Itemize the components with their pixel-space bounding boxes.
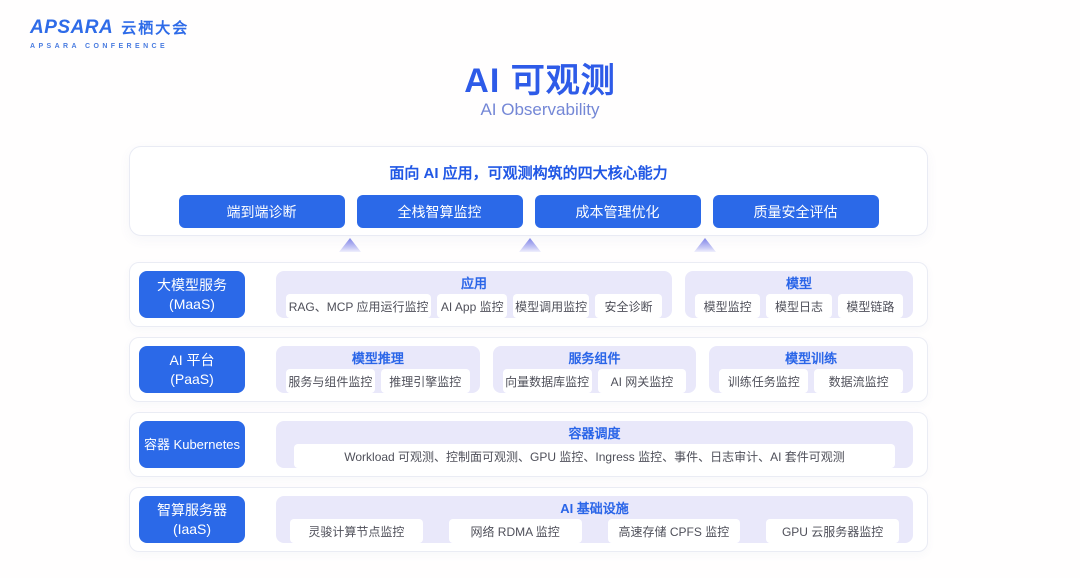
layer-label-text: 智算服务器 (157, 502, 227, 519)
group-model-training: 模型训练 训练任务监控 数据流监控 (709, 346, 914, 393)
layer-row-kubernetes: 容器 Kubernetes 容器调度 Workload 可观测、控制面可观测、G… (129, 412, 928, 477)
capabilities-card: 面向 AI 应用，可观测构筑的四大核心能力 端到端诊断 全栈智算监控 成本管理优… (129, 146, 928, 236)
layer-row-maas: 大模型服务 (MaaS) 应用 RAG、MCP 应用运行监控 AI App 监控… (129, 262, 928, 327)
layer-sublabel-text: (MaaS) (169, 295, 215, 312)
group-title: 模型 (785, 276, 812, 291)
logo-conference-text: APSARA CONFERENCE (30, 43, 169, 50)
chip-ai-app-monitoring: AI App 监控 (437, 294, 508, 318)
group-application: 应用 RAG、MCP 应用运行监控 AI App 监控 模型调用监控 安全诊断 (276, 271, 672, 318)
layer-label-text: 容器 Kubernetes (143, 436, 241, 452)
layer-label-iaas: 智算服务器 (IaaS) (139, 496, 245, 543)
group-title: 服务组件 (568, 351, 621, 366)
group-service-components: 服务组件 向量数据库监控 AI 网关监控 (492, 346, 697, 393)
layer-groups: 应用 RAG、MCP 应用运行监控 AI App 监控 模型调用监控 安全诊断 … (276, 271, 913, 318)
group-model-inference: 模型推理 服务与组件监控 推理引擎监控 (276, 346, 480, 393)
group-model: 模型 模型监控 模型日志 模型链路 (685, 271, 913, 318)
chip-dataflow-monitoring: 数据流监控 (814, 369, 904, 393)
capability-pill-quality-security-eval: 质量安全评估 (712, 195, 879, 228)
capability-pill-end-to-end-diagnosis: 端到端诊断 (178, 195, 345, 228)
group-container-scheduling: 容器调度 Workload 可观测、控制面可观测、GPU 监控、Ingress … (276, 421, 913, 468)
chip-workload-observability: Workload 可观测、控制面可观测、GPU 监控、Ingress 监控、事件… (294, 444, 895, 468)
capability-pill-full-stack-monitoring: 全栈智算监控 (356, 195, 523, 228)
chip-service-component-monitoring: 服务与组件监控 (286, 369, 375, 393)
chip-row: 灵骏计算节点监控 网络 RDMA 监控 高速存储 CPFS 监控 GPU 云服务… (286, 519, 903, 543)
up-triangle-icon (694, 238, 716, 252)
chip-model-trace: 模型链路 (837, 294, 903, 318)
logo-brand-text: APSARA (30, 17, 114, 38)
layer-label-paas: AI 平台 (PaaS) (139, 346, 245, 393)
chip-row: 向量数据库监控 AI 网关监控 (502, 369, 687, 393)
capabilities-heading: 面向 AI 应用，可观测构筑的四大核心能力 (389, 165, 668, 182)
chip-security-diagnosis: 安全诊断 (594, 294, 662, 318)
chip-row: RAG、MCP 应用运行监控 AI App 监控 模型调用监控 安全诊断 (286, 294, 662, 318)
group-ai-infrastructure: AI 基础设施 灵骏计算节点监控 网络 RDMA 监控 高速存储 CPFS 监控… (276, 496, 913, 543)
chip-rdma-network-monitoring: 网络 RDMA 监控 (448, 519, 582, 543)
page-title: AI 可观测 (464, 62, 616, 100)
layer-row-paas: AI 平台 (PaaS) 模型推理 服务与组件监控 推理引擎监控 服务组件 向量… (129, 337, 928, 402)
apsara-logo: APSARA 云栖大会 APSARA CONFERENCE (30, 17, 189, 50)
chip-inference-engine-monitoring: 推理引擎监控 (380, 369, 470, 393)
up-triangle-icon (519, 238, 541, 252)
chip-row: 训练任务监控 数据流监控 (719, 369, 904, 393)
layer-label-maas: 大模型服务 (MaaS) (139, 271, 245, 318)
logo-brand-cn-text: 云栖大会 (121, 20, 190, 37)
chip-lingjun-node-monitoring: 灵骏计算节点监控 (290, 519, 423, 543)
layer-row-iaas: 智算服务器 (IaaS) AI 基础设施 灵骏计算节点监控 网络 RDMA 监控… (129, 487, 928, 552)
chip-row: 服务与组件监控 推理引擎监控 (286, 369, 470, 393)
layer-label-kubernetes: 容器 Kubernetes (139, 421, 245, 468)
layer-sublabel-text: (IaaS) (172, 520, 212, 537)
chip-row: 模型监控 模型日志 模型链路 (695, 294, 903, 318)
layer-label-text: AI 平台 (169, 352, 215, 369)
chip-vector-db-monitoring: 向量数据库监控 (502, 369, 592, 393)
chip-model-monitoring: 模型监控 (695, 294, 761, 318)
chip-training-task-monitoring: 训练任务监控 (719, 369, 809, 393)
layer-groups: 容器调度 Workload 可观测、控制面可观测、GPU 监控、Ingress … (276, 421, 913, 468)
layer-groups: 模型推理 服务与组件监控 推理引擎监控 服务组件 向量数据库监控 AI 网关监控… (276, 346, 914, 393)
chip-gpu-cloud-server-monitoring: GPU 云服务器监控 (766, 519, 899, 543)
chip-row: Workload 可观测、控制面可观测、GPU 监控、Ingress 监控、事件… (286, 444, 903, 468)
chip-model-logs: 模型日志 (766, 294, 832, 318)
group-title: 容器调度 (568, 426, 621, 441)
chip-ai-gateway-monitoring: AI 网关监控 (597, 369, 687, 393)
layer-label-text: 大模型服务 (157, 277, 227, 294)
capability-pill-cost-optimization: 成本管理优化 (534, 195, 701, 228)
group-title: 模型推理 (351, 351, 404, 366)
chip-cpfs-storage-monitoring: 高速存储 CPFS 监控 (607, 519, 741, 543)
group-title: 应用 (460, 276, 487, 291)
group-title: AI 基础设施 (560, 501, 629, 516)
chip-model-call-monitoring: 模型调用监控 (513, 294, 589, 318)
group-title: 模型训练 (785, 351, 838, 366)
page-subtitle: AI Observability (480, 100, 600, 119)
layer-groups: AI 基础设施 灵骏计算节点监控 网络 RDMA 监控 高速存储 CPFS 监控… (276, 496, 913, 543)
capabilities-button-row: 端到端诊断 全栈智算监控 成本管理优化 质量安全评估 (130, 195, 927, 228)
up-triangle-icon (339, 238, 361, 252)
chip-rag-mcp-app-monitoring: RAG、MCP 应用运行监控 (286, 294, 432, 318)
layer-sublabel-text: (PaaS) (170, 370, 214, 387)
